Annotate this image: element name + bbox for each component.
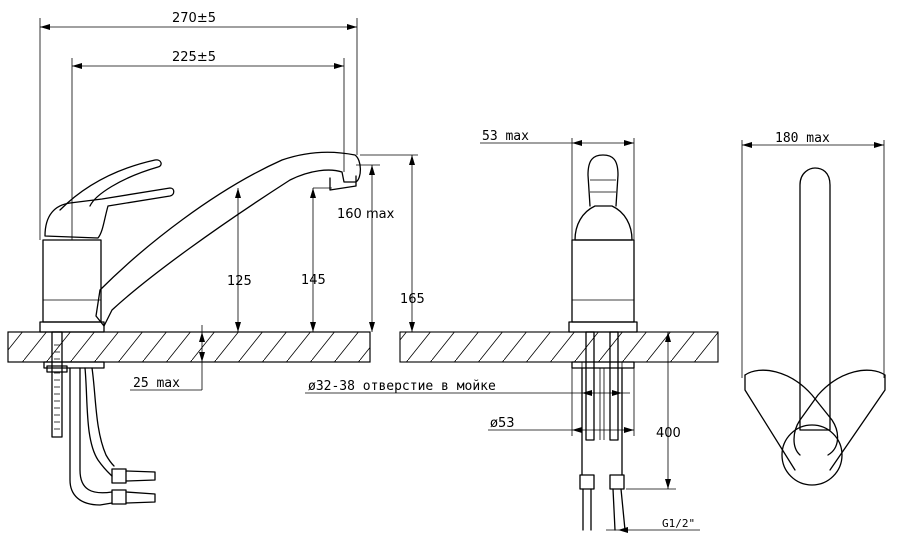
dim-base-diameter xyxy=(488,368,635,436)
dim-total-length xyxy=(39,18,358,240)
supply-hose xyxy=(69,367,113,506)
dim-counter-thickness xyxy=(130,325,205,391)
dim-145 xyxy=(310,187,332,332)
label-145: 145 xyxy=(301,273,326,288)
label-thread: G1/2" xyxy=(662,517,695,530)
lever-handle xyxy=(44,187,175,239)
dim-thread xyxy=(606,527,700,533)
label-125: 125 xyxy=(227,274,252,289)
dim-swivel-width xyxy=(741,140,885,378)
label-swivel-width: 180 max xyxy=(775,131,830,146)
spout xyxy=(95,151,362,327)
label-165: 165 xyxy=(400,292,425,307)
label-hose-length: 400 xyxy=(656,426,681,441)
countertop-right xyxy=(399,331,719,363)
faucet-side-view xyxy=(39,151,362,506)
lever-front xyxy=(574,205,633,241)
label-counter-thickness: 25 max xyxy=(133,376,180,391)
faucet-top-view xyxy=(744,167,886,486)
label-total-length: 270±5 xyxy=(172,11,216,26)
faucet-body xyxy=(42,239,102,323)
label-lever-height: 160 max xyxy=(337,207,395,222)
dim-125 xyxy=(235,188,241,332)
label-body-width: 53 max xyxy=(482,129,529,144)
label-spout-reach: 225±5 xyxy=(172,50,216,65)
countertop-left xyxy=(7,331,371,363)
dim-160max xyxy=(356,164,380,332)
dim-hose-length xyxy=(626,331,676,490)
faucet-front-view xyxy=(568,154,638,531)
dim-body-width xyxy=(480,138,635,240)
dim-165 xyxy=(360,154,418,332)
dim-spout-reach xyxy=(71,58,345,240)
dim-hole-diameter xyxy=(305,362,630,400)
label-hole-diameter: ø32-38 отверстие в мойке xyxy=(308,379,496,394)
label-base-diameter: ø53 xyxy=(490,416,515,431)
spout-top xyxy=(799,167,831,431)
